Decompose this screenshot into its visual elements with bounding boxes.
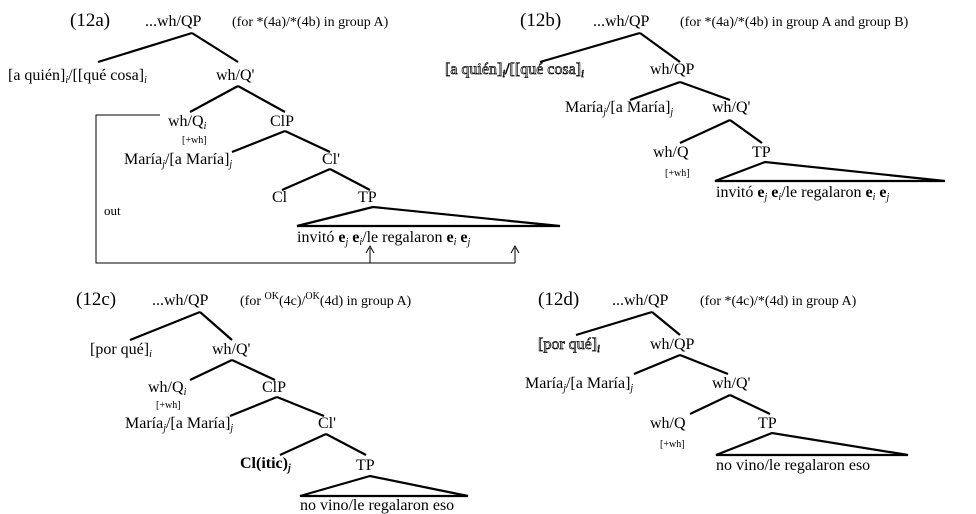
tree-12b-maria: Maríaj/[a María]j [565,99,673,118]
branch-line [189,85,239,113]
tree-12a-label: (12a) [70,10,110,31]
tree-12c-feature: [+wh] [156,400,181,411]
tree-12c-maria: Maríaj/[a María]j [125,415,233,434]
tree-12d-root: ...wh/QP [612,292,669,309]
branch-line [97,31,193,64]
branch-line [276,395,325,418]
tp-triangle [299,474,469,498]
branch-line [325,433,367,456]
branch-line [651,311,681,336]
branch-line [539,31,641,64]
branch-line [231,129,286,154]
tree-12c-caption: (for OK(4c)/OK(4d) in group A) [240,291,412,309]
tree-12d-whqp: wh/QP [650,336,695,353]
tree-12a-whq: wh/Qi [168,113,207,132]
branch-line [284,130,331,153]
tree-12d-whqbar: wh/Q' [712,375,751,392]
tree-12a-spec: [a quién]i/[[qué cosa]i [8,67,147,86]
arrow-head [510,244,520,254]
tree-12d-label: (12d) [538,289,579,310]
tree-12a-root: ...wh/QP [145,13,202,30]
tree-12c-clp: ClP [262,379,286,396]
tree-12c-clitic: Cl(itic)j [240,455,291,474]
branch-line [191,32,239,63]
tree-12a-clp: ClP [270,113,294,130]
tree-12b-whqbar: wh/Q' [712,99,751,116]
branch-line [281,167,331,192]
tree-12b-feature: [+wh] [665,168,690,179]
tree-12b-terminal: invitó ej ei/le regalaron ei ej [716,184,890,203]
branch-line [629,80,681,102]
tree-12d-terminal: no vino/le regalaron eso [716,457,870,474]
branch-line [679,80,731,102]
branch-line [729,119,763,144]
tp-triangle [714,160,946,183]
tree-12a-cl: Cl [272,189,288,206]
tree-12b-caption: (for *(4a)/*(4b) in group A and group B) [680,15,909,30]
tree-12a-feature: [+wh] [182,135,207,146]
tree-12a-out: out [104,203,121,218]
tp-triangle [296,205,561,228]
tree-12b-tp: TP [752,144,771,161]
branch-line [199,311,233,341]
arrow-head [365,244,375,254]
tree-12a-maria: Maríaj/[a María]j [124,151,232,170]
tree-12c-root: ...wh/QP [152,292,209,309]
tree-12c-terminal: no vino/le regalaron eso [300,497,454,514]
tree-12c-whqbar: wh/Q' [212,341,251,358]
tree-12d-spec: [por qué]i [538,336,600,355]
branch-line [575,310,653,337]
tree-12b-spec: [a quién]i/[[qué cosa]i [445,61,584,80]
tree-12c-clbar: Cl' [318,415,336,432]
tree-12a-whqbar: wh/Q' [216,67,255,84]
tree-12b-whq: wh/Q [653,144,689,161]
branch-line [279,432,327,457]
tree-12a-caption: (for *(4a)/*(4b) in group A) [232,15,389,30]
tree-12a: (12a) ...wh/QP (for *(4a)/*(4b) in group… [8,10,561,264]
tree-12d-tp: TP [758,415,777,432]
branch-line [237,85,286,113]
branch-line [189,359,233,381]
tp-triangle [715,431,909,457]
tree-12c-whq: wh/Qi [148,379,187,398]
tree-12b: (12b) ...wh/QP (for *(4a)/*(4b) in group… [445,10,946,203]
tree-12d-caption: (for *(4c)/*(4d) in group A) [700,294,857,309]
branch-line [639,32,681,63]
branch-line [231,359,276,381]
movement-path [95,114,515,264]
tree-12b-label: (12b) [520,10,561,31]
tree-12d-maria: Maríaj/[a María]j [525,375,633,394]
tree-12b-root: ...wh/QP [593,13,650,30]
branch-line [679,353,729,376]
tree-12c: (12c) ...wh/QP (for OK(4c)/OK(4d) in gro… [76,289,469,514]
tree-12c-tp: TP [356,457,375,474]
branch-line [129,310,201,342]
branch-line [329,168,371,191]
tree-12d-feature: [+wh] [660,439,685,450]
branch-line [229,395,278,418]
tree-12a-clbar: Cl' [322,151,340,168]
branch-line [679,119,731,144]
branch-line [689,394,731,415]
tree-12c-spec: [por qué]i [90,341,152,360]
tree-12d: (12d) ...wh/QP (for *(4c)/*(4d) in group… [525,289,909,474]
branch-line [633,353,681,376]
tree-12c-label: (12c) [76,289,116,310]
tree-12a-tp: TP [358,189,377,206]
tree-12b-whqp: wh/QP [650,61,695,78]
tree-12a-terminal: invitó ej ei/le regalaron ei ej [297,229,471,248]
tree-12d-whq: wh/Q [650,415,686,432]
branch-line [729,394,771,415]
